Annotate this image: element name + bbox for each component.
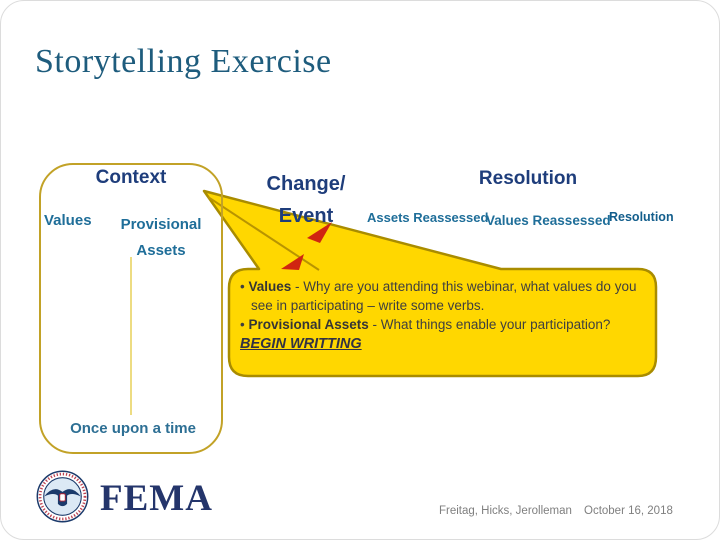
context-header: Context xyxy=(95,167,167,188)
once-upon-a-time-label: Once upon a time xyxy=(70,420,196,437)
assets-reassessed-label: Assets Reassessed xyxy=(367,210,489,225)
fema-logo: FEMA xyxy=(35,467,255,527)
footer-date: October 16, 2018 xyxy=(584,505,673,517)
change-header-line2: Event xyxy=(278,205,334,227)
values-label: Values xyxy=(44,212,92,229)
fema-wordmark: FEMA xyxy=(100,478,213,519)
callout-bullet-list: • Values - Why are you attending this we… xyxy=(240,277,644,334)
provisional-assets-label: Provisional Assets xyxy=(120,216,202,259)
context-divider-line xyxy=(130,257,132,415)
callout-bullet: • Provisional Assets - What things enabl… xyxy=(240,317,611,332)
callout-bullet: • Values - Why are you attending this we… xyxy=(240,279,637,313)
resolution-sublabel: Resolution xyxy=(609,210,674,224)
resolution-header: Resolution xyxy=(478,168,578,189)
callout-text: • Values - Why are you attending this we… xyxy=(240,277,644,354)
change-event-header: Change/ Event xyxy=(251,168,361,232)
begin-writing-emphasis: BEGIN WRITTING xyxy=(240,336,362,352)
page-title: Storytelling Exercise xyxy=(35,43,332,80)
footer-authors: Freitag, Hicks, Jerolleman xyxy=(439,505,572,517)
change-header-line1: Change/ xyxy=(266,173,346,195)
values-reassessed-label: Values Reassessed xyxy=(486,213,611,228)
dhs-seal-icon xyxy=(36,470,89,523)
red-arrow-icon xyxy=(281,254,304,270)
